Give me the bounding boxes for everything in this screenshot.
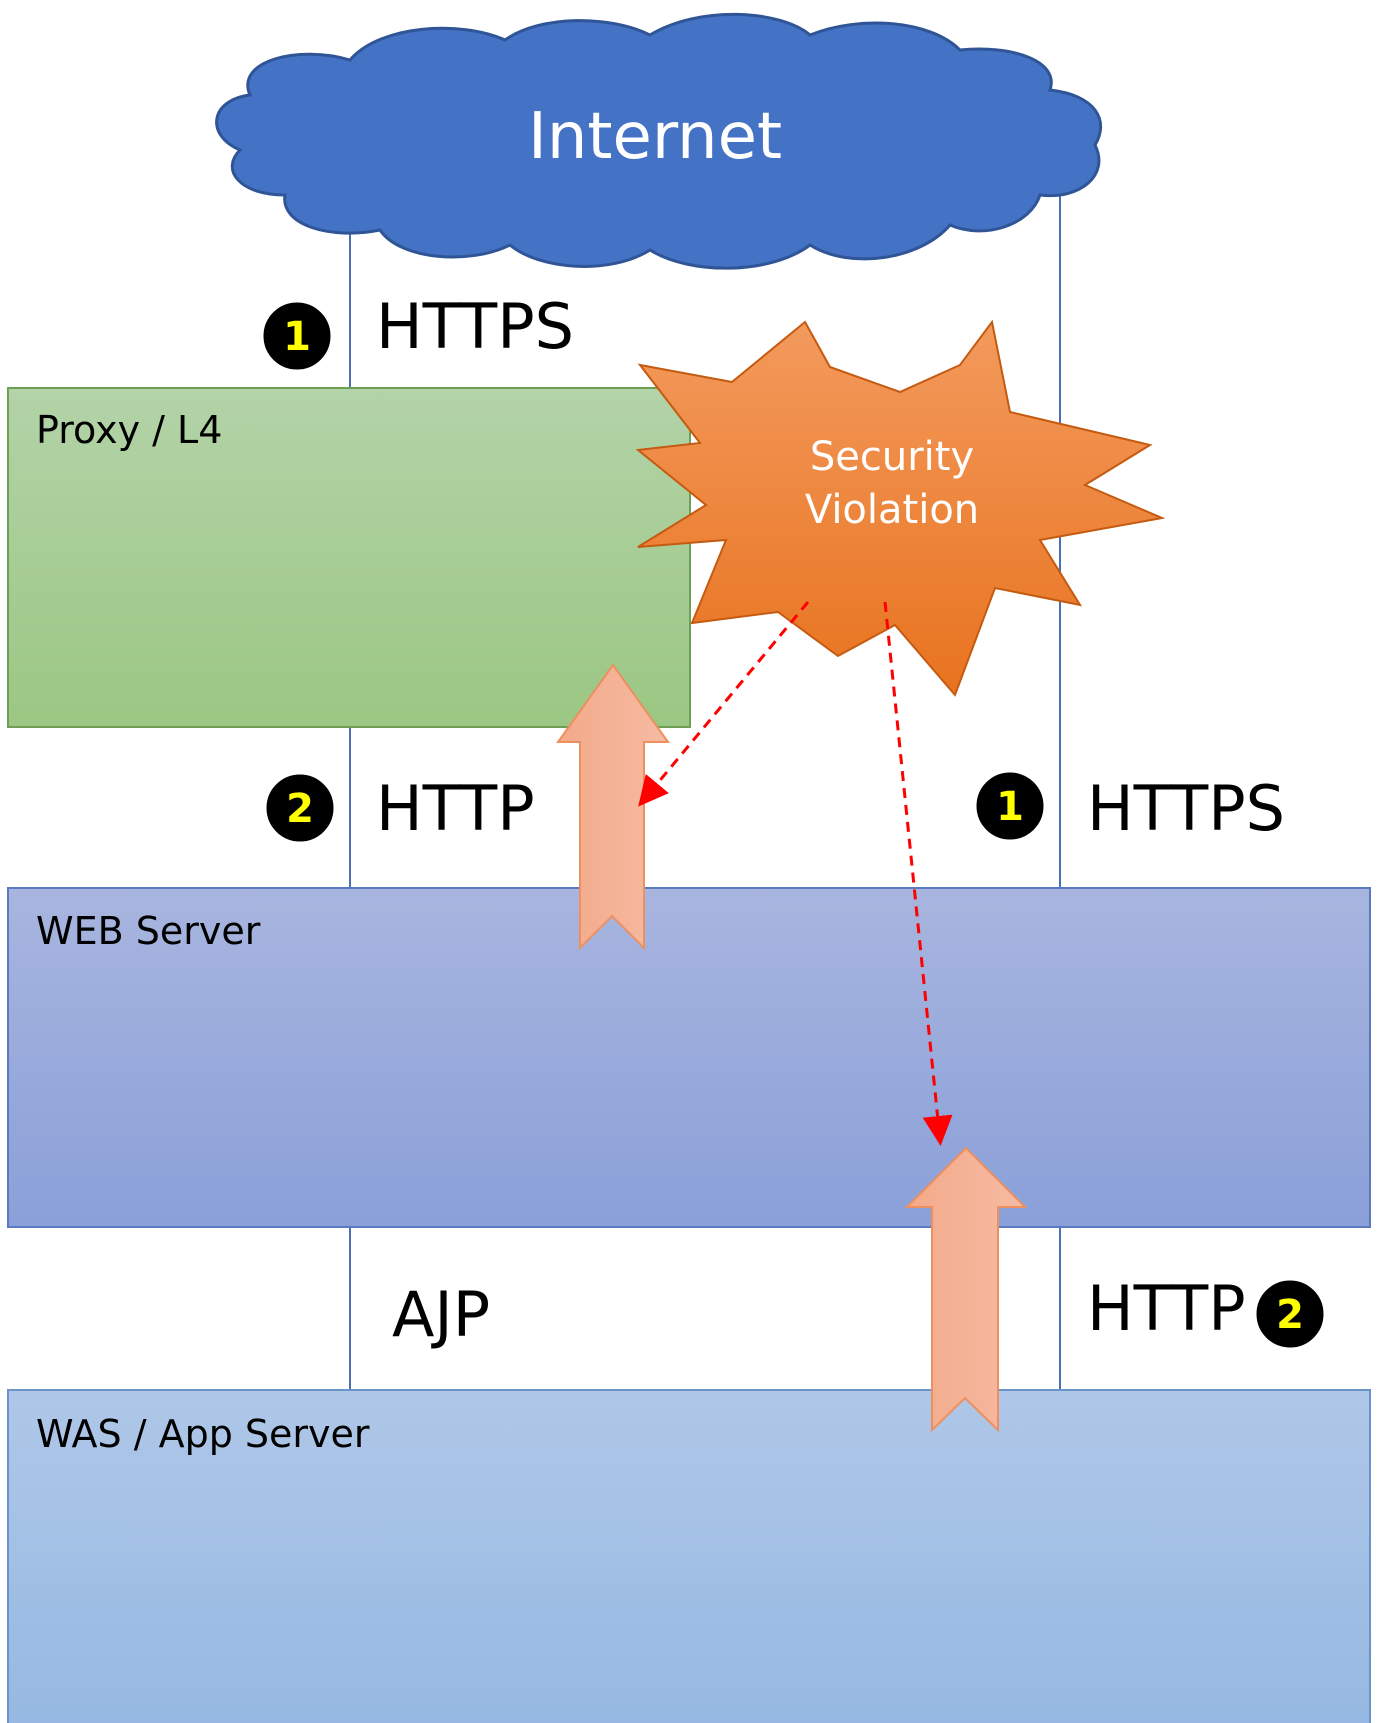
protocol-http-right: HTTP: [1087, 1272, 1246, 1345]
burst-line1: Security: [810, 434, 974, 480]
was-label: WAS / App Server: [36, 1412, 370, 1456]
protocol-right-bottom: HTTP 2: [1087, 1272, 1327, 1351]
proxy-layer: Proxy / L4: [7, 387, 691, 728]
web-box: [7, 887, 1371, 1228]
proxy-box: [7, 387, 691, 728]
up-arrow-left: [556, 663, 670, 951]
internet-label: Internet: [528, 100, 782, 174]
proxy-label: Proxy / L4: [36, 408, 222, 452]
badge-2-left: [263, 771, 337, 845]
dashed-arrow-to-proxy: [638, 601, 810, 807]
protocol-https-left: HTTPS: [376, 290, 574, 363]
protocol-left-top: 1 HTTPS: [260, 290, 574, 373]
internet-cloud: Internet: [215, 12, 1103, 270]
protocol-right-mid: 1 HTTPS: [973, 769, 1285, 845]
badge-2-left-text: 2: [286, 786, 314, 832]
badge-2-right: [1253, 1277, 1327, 1351]
protocol-left-mid: 2 HTTP: [263, 771, 535, 845]
protocol-http-left: HTTP: [376, 772, 535, 845]
badge-2-right-text: 2: [1276, 1292, 1304, 1338]
protocol-left-bottom: AJP: [392, 1278, 490, 1351]
burst-shape: [635, 319, 1166, 697]
was-layer: WAS / App Server: [7, 1389, 1371, 1723]
burst-line2: Violation: [805, 487, 979, 533]
protocol-ajp: AJP: [392, 1278, 490, 1351]
web-layer: WEB Server: [7, 887, 1371, 1228]
up-arrow-right: [904, 1146, 1028, 1433]
badge-1-left: [260, 299, 334, 373]
badge-1-left-text: 1: [283, 314, 311, 360]
web-label: WEB Server: [36, 909, 261, 953]
security-violation-burst: Security Violation: [635, 319, 1166, 697]
badge-1-right: [973, 769, 1047, 843]
dashed-arrow-to-web: [883, 601, 953, 1146]
was-box: [7, 1389, 1371, 1723]
protocol-https-right: HTTPS: [1087, 772, 1285, 845]
badge-1-right-text: 1: [996, 784, 1024, 830]
dashed-arrows: [638, 601, 953, 1146]
